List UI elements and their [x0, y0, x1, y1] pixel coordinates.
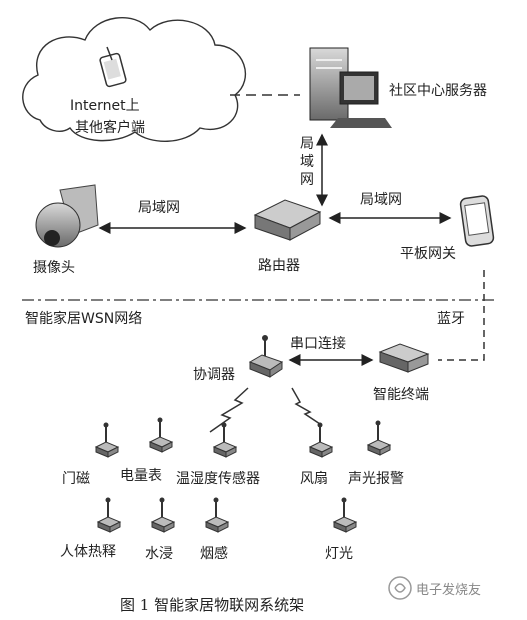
internet-cloud — [22, 16, 246, 142]
watermark-text: 电子发烧友 — [416, 582, 481, 598]
tablet-icon — [459, 195, 495, 247]
body-heat-label: 人体热释 — [60, 544, 116, 560]
internet-label-line2: 其他客户端 — [75, 119, 145, 136]
lan-right-label: 局域网 — [360, 192, 402, 208]
phone-icon — [99, 46, 127, 88]
router-icon — [253, 199, 322, 241]
internet-label-line1: Internet上 — [70, 98, 140, 114]
serial-label: 串口连接 — [290, 335, 346, 352]
lan-left-label: 局域网 — [138, 200, 180, 216]
water-leak-node-icon — [150, 497, 176, 533]
coordinator-label: 协调器 — [193, 367, 235, 383]
temp-humidity-node-icon — [212, 422, 238, 458]
door-sensor-label: 门磁 — [62, 471, 90, 487]
tablet-label: 平板网关 — [400, 246, 456, 262]
coordinator-icon — [248, 335, 284, 378]
lan-vertical-2: 域 — [300, 154, 314, 170]
terminal-icon — [378, 343, 430, 373]
camera-icon — [35, 184, 99, 248]
smoke-node-icon — [204, 497, 230, 533]
wireless-signal-left — [209, 387, 249, 433]
alarm-label: 声光报警 — [348, 471, 404, 487]
light-node-icon — [332, 497, 358, 533]
lan-vertical-1: 局 — [300, 136, 314, 152]
water-leak-label: 水浸 — [145, 546, 173, 562]
wireless-signal-right — [291, 387, 321, 425]
alarm-node-icon — [366, 420, 392, 456]
fan-node-icon — [308, 422, 334, 458]
meter-label: 电量表 — [120, 468, 162, 484]
door-sensor-node-icon — [94, 422, 120, 458]
bluetooth-link — [438, 270, 485, 361]
figure-caption: 图 1 智能家居物联网系统架 — [120, 596, 304, 614]
server-icon — [309, 47, 392, 128]
body-heat-node-icon — [96, 497, 122, 533]
meter-node-icon — [148, 417, 174, 453]
router-label: 路由器 — [258, 258, 300, 274]
server-label: 社区中心服务器 — [389, 83, 487, 99]
light-label: 灯光 — [325, 546, 353, 562]
smoke-label: 烟感 — [200, 545, 228, 562]
lan-vertical-3: 网 — [300, 172, 314, 188]
wsn-label: 智能家居WSN网络 — [25, 310, 142, 327]
bluetooth-label: 蓝牙 — [437, 311, 465, 327]
temp-humidity-label: 温湿度传感器 — [176, 470, 260, 487]
camera-label: 摄像头 — [33, 260, 75, 276]
fan-label: 风扇 — [300, 471, 328, 487]
watermark-logo-icon — [388, 576, 412, 600]
terminal-label: 智能终端 — [373, 387, 429, 403]
